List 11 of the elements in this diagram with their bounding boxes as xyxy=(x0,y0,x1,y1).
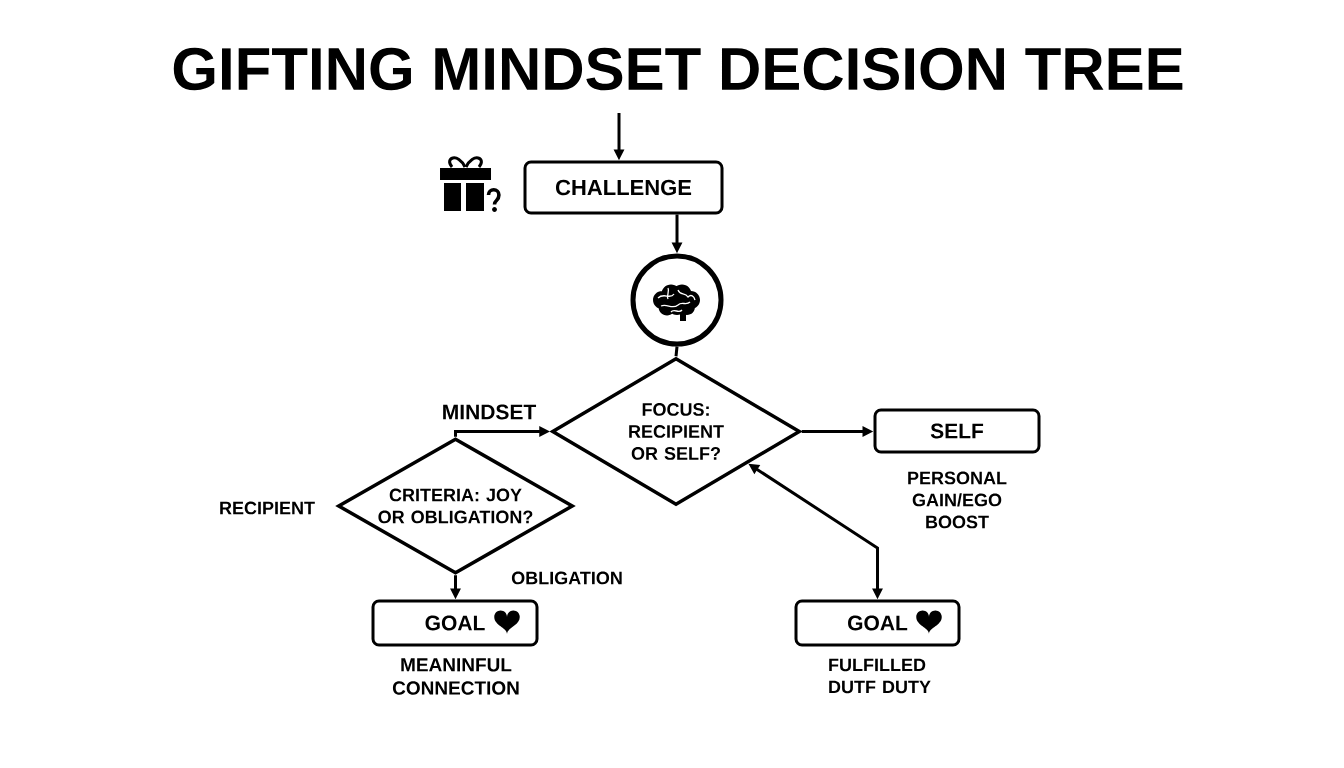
edge-label: MINDSET xyxy=(440,403,538,421)
title: GIFTING MINDSET DECISION TREE xyxy=(173,47,1183,91)
outcome-box: SELF xyxy=(873,408,1041,454)
node-label: PERSONAL GAIN/EGO BOOST xyxy=(908,471,1007,529)
label-text: RECIPIENT xyxy=(220,501,315,515)
goal-box: GOAL xyxy=(794,599,961,647)
node-label: FULFILLED DUTF DUTY xyxy=(829,658,931,694)
start-box: CHALLENGE xyxy=(523,160,724,215)
node-label: MEANINFUL CONNECTION xyxy=(392,658,519,695)
connector-line xyxy=(674,346,679,357)
goal-box: GOAL xyxy=(371,599,539,647)
